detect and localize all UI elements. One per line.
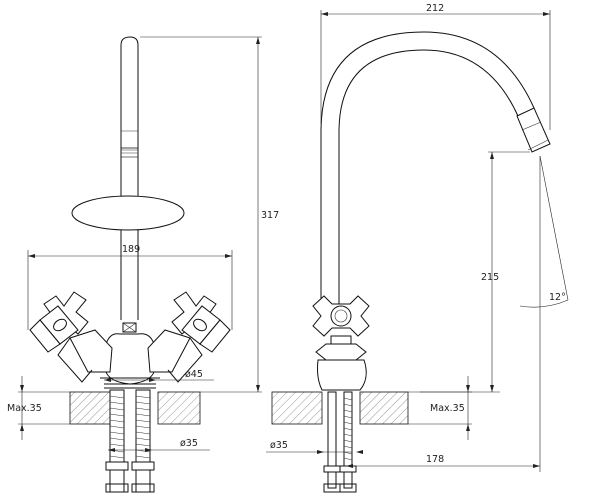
label-215: 215 (481, 272, 499, 283)
countertop-right-section (157, 391, 201, 425)
countertop-side-left (271, 391, 323, 425)
label-dia-35-left: ø35 (180, 438, 198, 449)
label-angle: 12° (549, 292, 566, 303)
spout-tip (516, 107, 551, 153)
label-212: 212 (426, 3, 444, 14)
gooseneck-outer (320, 31, 535, 305)
side-body (317, 359, 367, 391)
label-max35-right: Max.35 (430, 403, 465, 414)
spout-pipe (120, 36, 139, 320)
left-shank (105, 389, 129, 493)
label-max35-left: Max.35 (7, 403, 42, 414)
countertop-side-right (359, 391, 409, 425)
label-317: 317 (261, 210, 279, 221)
side-shank (323, 391, 357, 493)
left-cross-handle (29, 291, 89, 353)
side-view: 212 215 12° Max.35 ø35 178 (266, 3, 569, 493)
disc-ellipse (71, 195, 185, 231)
label-189: 189 (122, 244, 140, 255)
left-arm (69, 329, 113, 373)
gooseneck-inner (338, 49, 519, 305)
right-arm (147, 329, 191, 373)
front-view: 317 189 ø45 Max.35 ø35 (7, 36, 279, 493)
side-cross-handle (312, 295, 370, 361)
right-cross-handle (171, 291, 231, 353)
countertop-left-section (69, 391, 111, 425)
right-shank (131, 389, 155, 493)
label-dia-45: ø45 (185, 369, 203, 380)
label-dia-35-right: ø35 (270, 440, 288, 451)
central-body (105, 333, 155, 385)
label-178: 178 (426, 454, 444, 465)
